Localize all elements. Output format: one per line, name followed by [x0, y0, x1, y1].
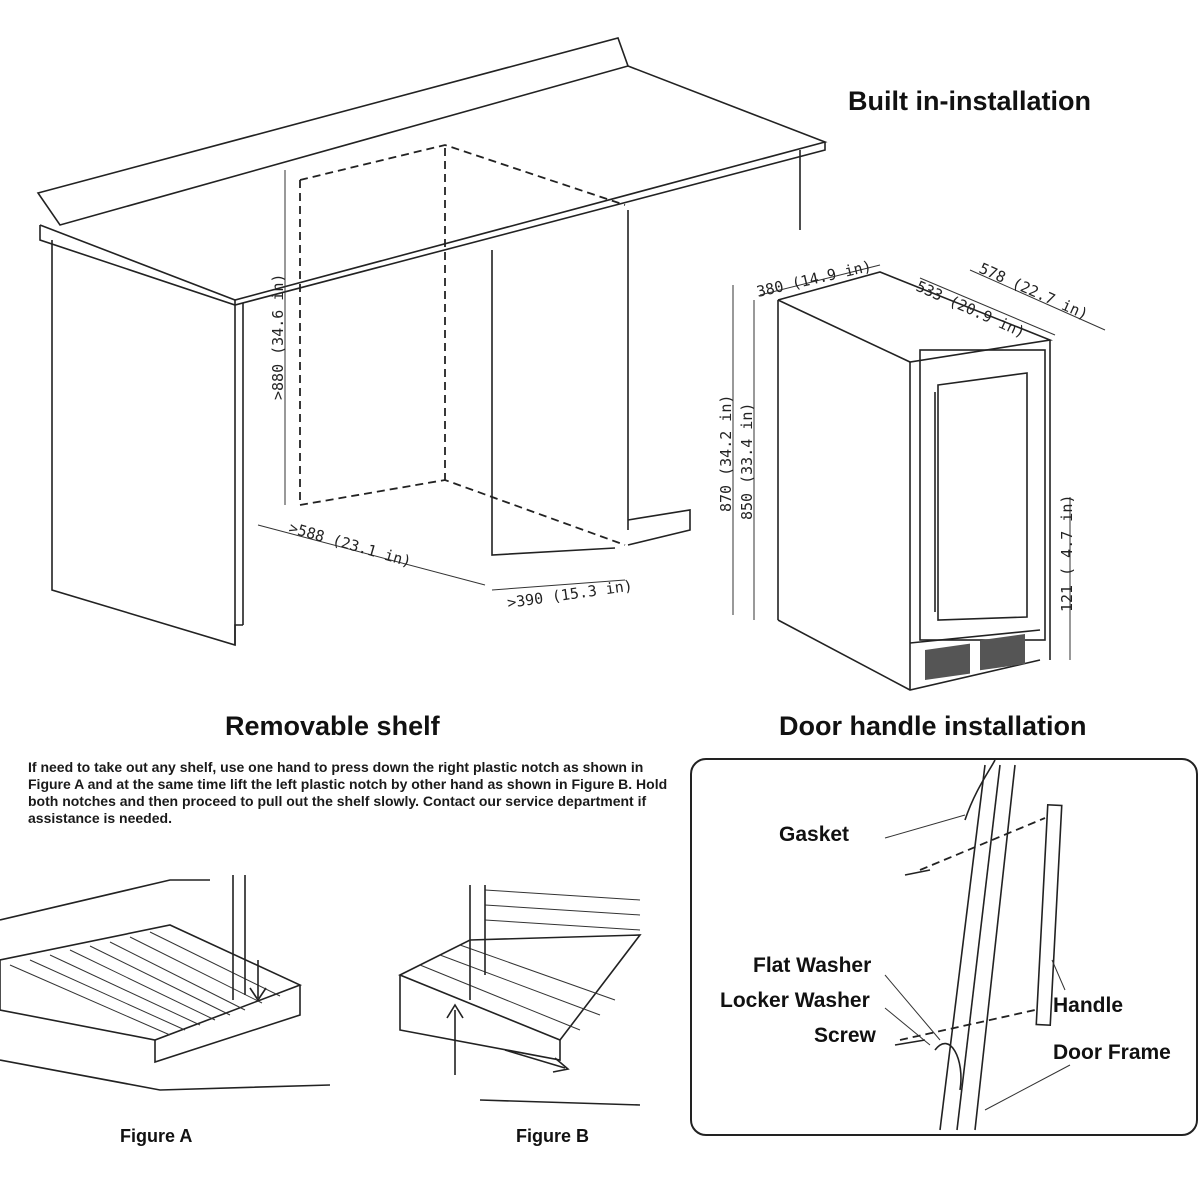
- label-locker-washer: Locker Washer: [720, 989, 870, 1012]
- built-in-title: Built in-installation: [848, 86, 1091, 116]
- figure-b-drawing: [398, 885, 642, 1106]
- dim-height-body-label: 850 (33.4 in): [738, 403, 756, 520]
- label-handle: Handle: [1053, 994, 1124, 1017]
- dim-base-height: 121 ( 4.7 in): [1058, 495, 1076, 612]
- door-handle-panel: [690, 758, 1198, 1136]
- removable-shelf-title: Removable shelf: [225, 711, 440, 741]
- figure-a-caption: Figure A: [120, 1126, 193, 1146]
- label-screw: Screw: [814, 1024, 876, 1047]
- figure-a-drawing: [0, 875, 331, 1091]
- cabinet-cutout-drawing: >880 (34.6 in) >588 (23.1 in) >390 (15.3…: [36, 37, 1106, 691]
- shelf-instructions: If need to take out any shelf, use one h…: [28, 759, 668, 826]
- label-door-frame: Door Frame: [1053, 1041, 1171, 1064]
- dim-cutout-width: >390 (15.3 in): [506, 577, 634, 612]
- dim-height-total: 870 (34.2 in): [717, 395, 735, 512]
- dim-cutout-depth: >588 (23.1 in): [287, 519, 414, 571]
- door-handle-title: Door handle installation: [779, 711, 1087, 741]
- label-gasket: Gasket: [779, 823, 850, 846]
- figure-b-caption: Figure B: [516, 1126, 590, 1146]
- label-flat-washer: Flat Washer: [753, 954, 872, 977]
- dim-cutout-height: >880 (34.6 in): [269, 274, 287, 400]
